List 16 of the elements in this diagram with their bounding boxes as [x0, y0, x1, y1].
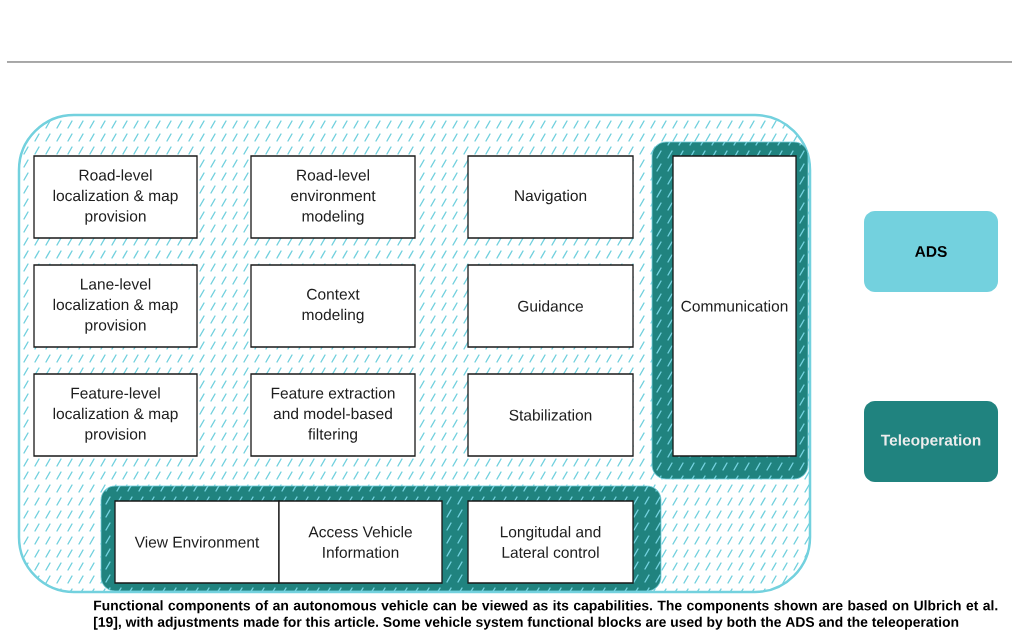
- function-box: Longitudal and Lateral control: [467, 500, 634, 584]
- function-box: Stabilization: [467, 373, 634, 457]
- function-box: Road-level localization & map provision: [33, 155, 198, 239]
- caption: Functional components of an autonomous vehicle can be viewed as its capabilities. The components shown are based on Ulbrich et al. [19], with adjustments made for this article. Some vehicle system functional blocks are used by both the ADS and the teleoperation: [94, 600, 998, 630]
- function-box: Feature-level localization & map provision: [33, 373, 198, 457]
- legend-box: ADS: [864, 211, 998, 292]
- function-box: Context modeling: [250, 264, 416, 348]
- function-box: Navigation: [467, 155, 634, 239]
- function-box: Access Vehicle Information: [278, 500, 443, 584]
- function-box: Feature extraction and model-based filtering: [250, 373, 416, 457]
- legend-box: Teleoperation: [864, 401, 998, 482]
- function-box: Guidance: [467, 264, 634, 348]
- function-box: Road-level environment modeling: [250, 155, 416, 239]
- function-box: View Environment: [114, 500, 280, 584]
- function-box: Lane-level localization & map provision: [33, 264, 198, 348]
- function-box: Communication: [672, 155, 797, 457]
